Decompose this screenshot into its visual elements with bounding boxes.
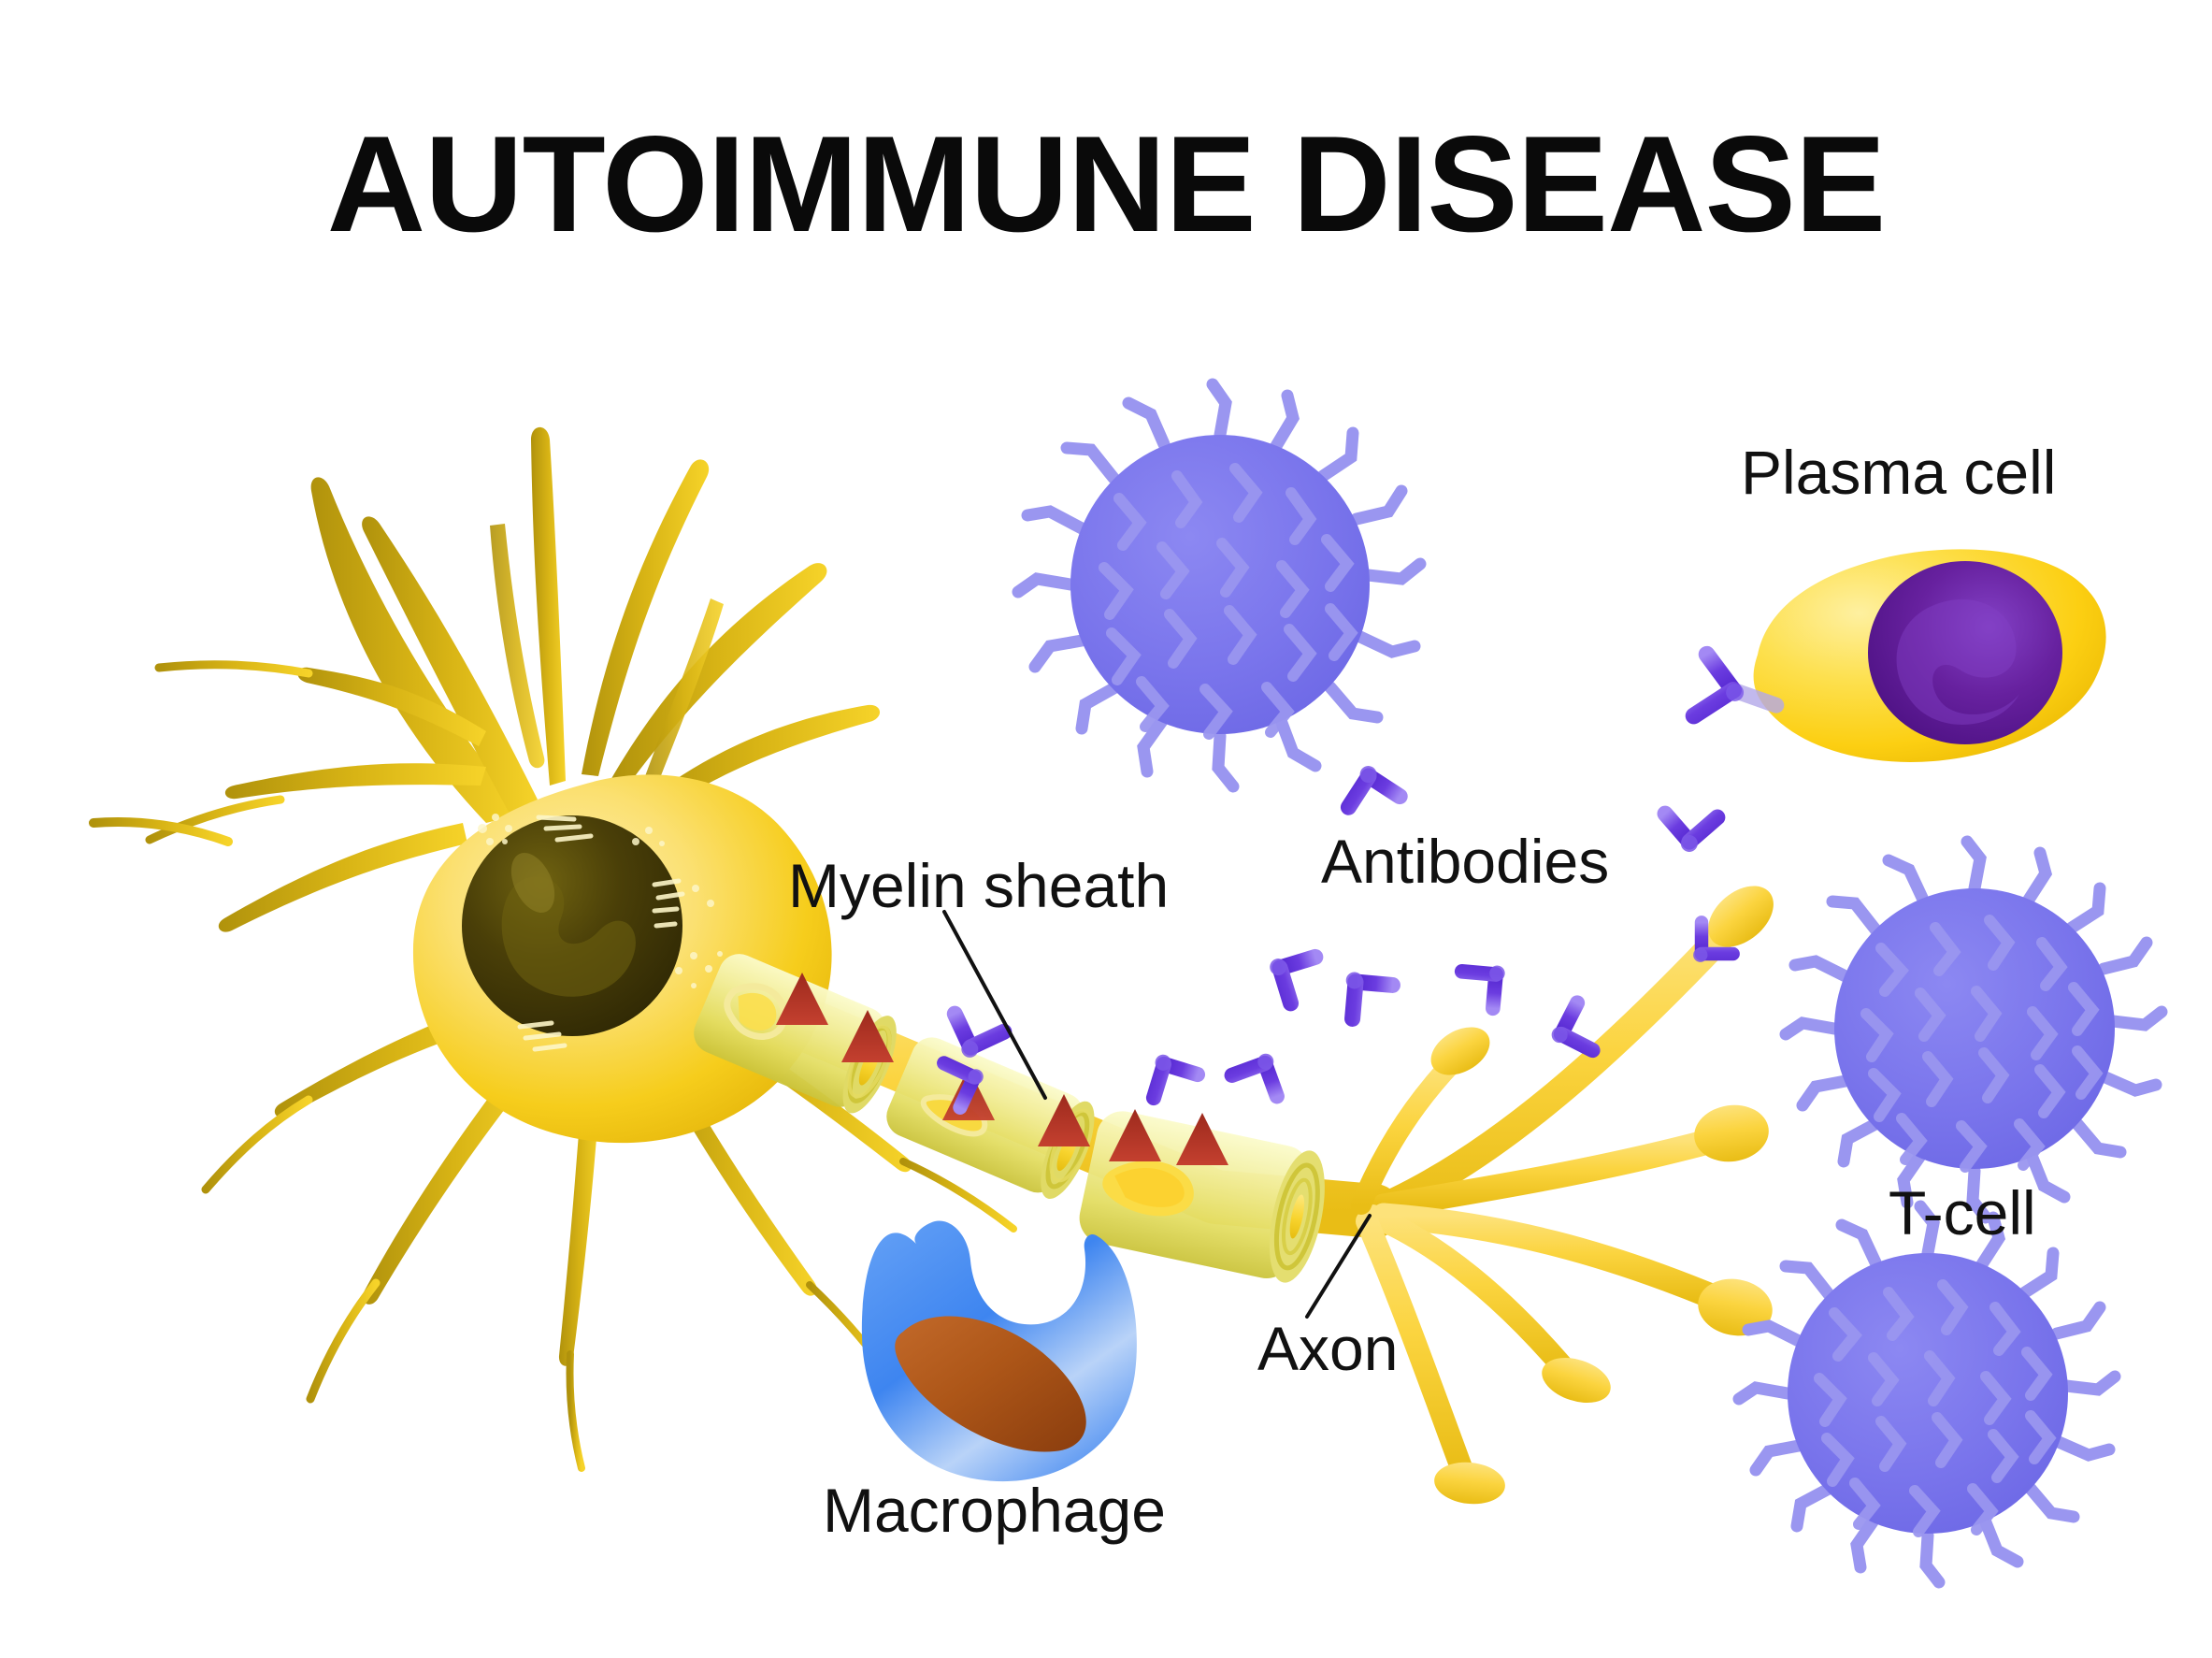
soma-speckles bbox=[478, 814, 723, 988]
axon-leader-line bbox=[1305, 1214, 1372, 1319]
terminal-boutons bbox=[1430, 886, 1774, 1505]
label-antibodies: Antibodies bbox=[1321, 827, 1609, 896]
t-cell-upper bbox=[1012, 378, 1427, 793]
myelin-leader-line bbox=[942, 910, 1047, 1100]
t-cell-right-upper bbox=[1779, 835, 2168, 1224]
t-cell-right-lower bbox=[1732, 1200, 2121, 1589]
label-macrophage: Macrophage bbox=[823, 1476, 1166, 1545]
page-title: AUTOIMMUNE DISEASE bbox=[327, 108, 1886, 260]
label-t-cell: T-cell bbox=[1889, 1178, 2036, 1247]
neuron-soma bbox=[412, 774, 832, 1144]
macrophage bbox=[861, 1220, 1137, 1482]
axon-terminals bbox=[1351, 886, 1774, 1505]
neuron-nucleus bbox=[462, 815, 682, 1036]
label-axon: Axon bbox=[1257, 1314, 1398, 1383]
plasma-cell bbox=[1685, 549, 2106, 762]
plasma-cell-nucleus bbox=[1868, 561, 2062, 744]
macrophage-nucleus bbox=[895, 1316, 1086, 1452]
label-plasma-cell: Plasma cell bbox=[1741, 438, 2056, 507]
label-myelin-sheath: Myelin sheath bbox=[788, 851, 1169, 920]
